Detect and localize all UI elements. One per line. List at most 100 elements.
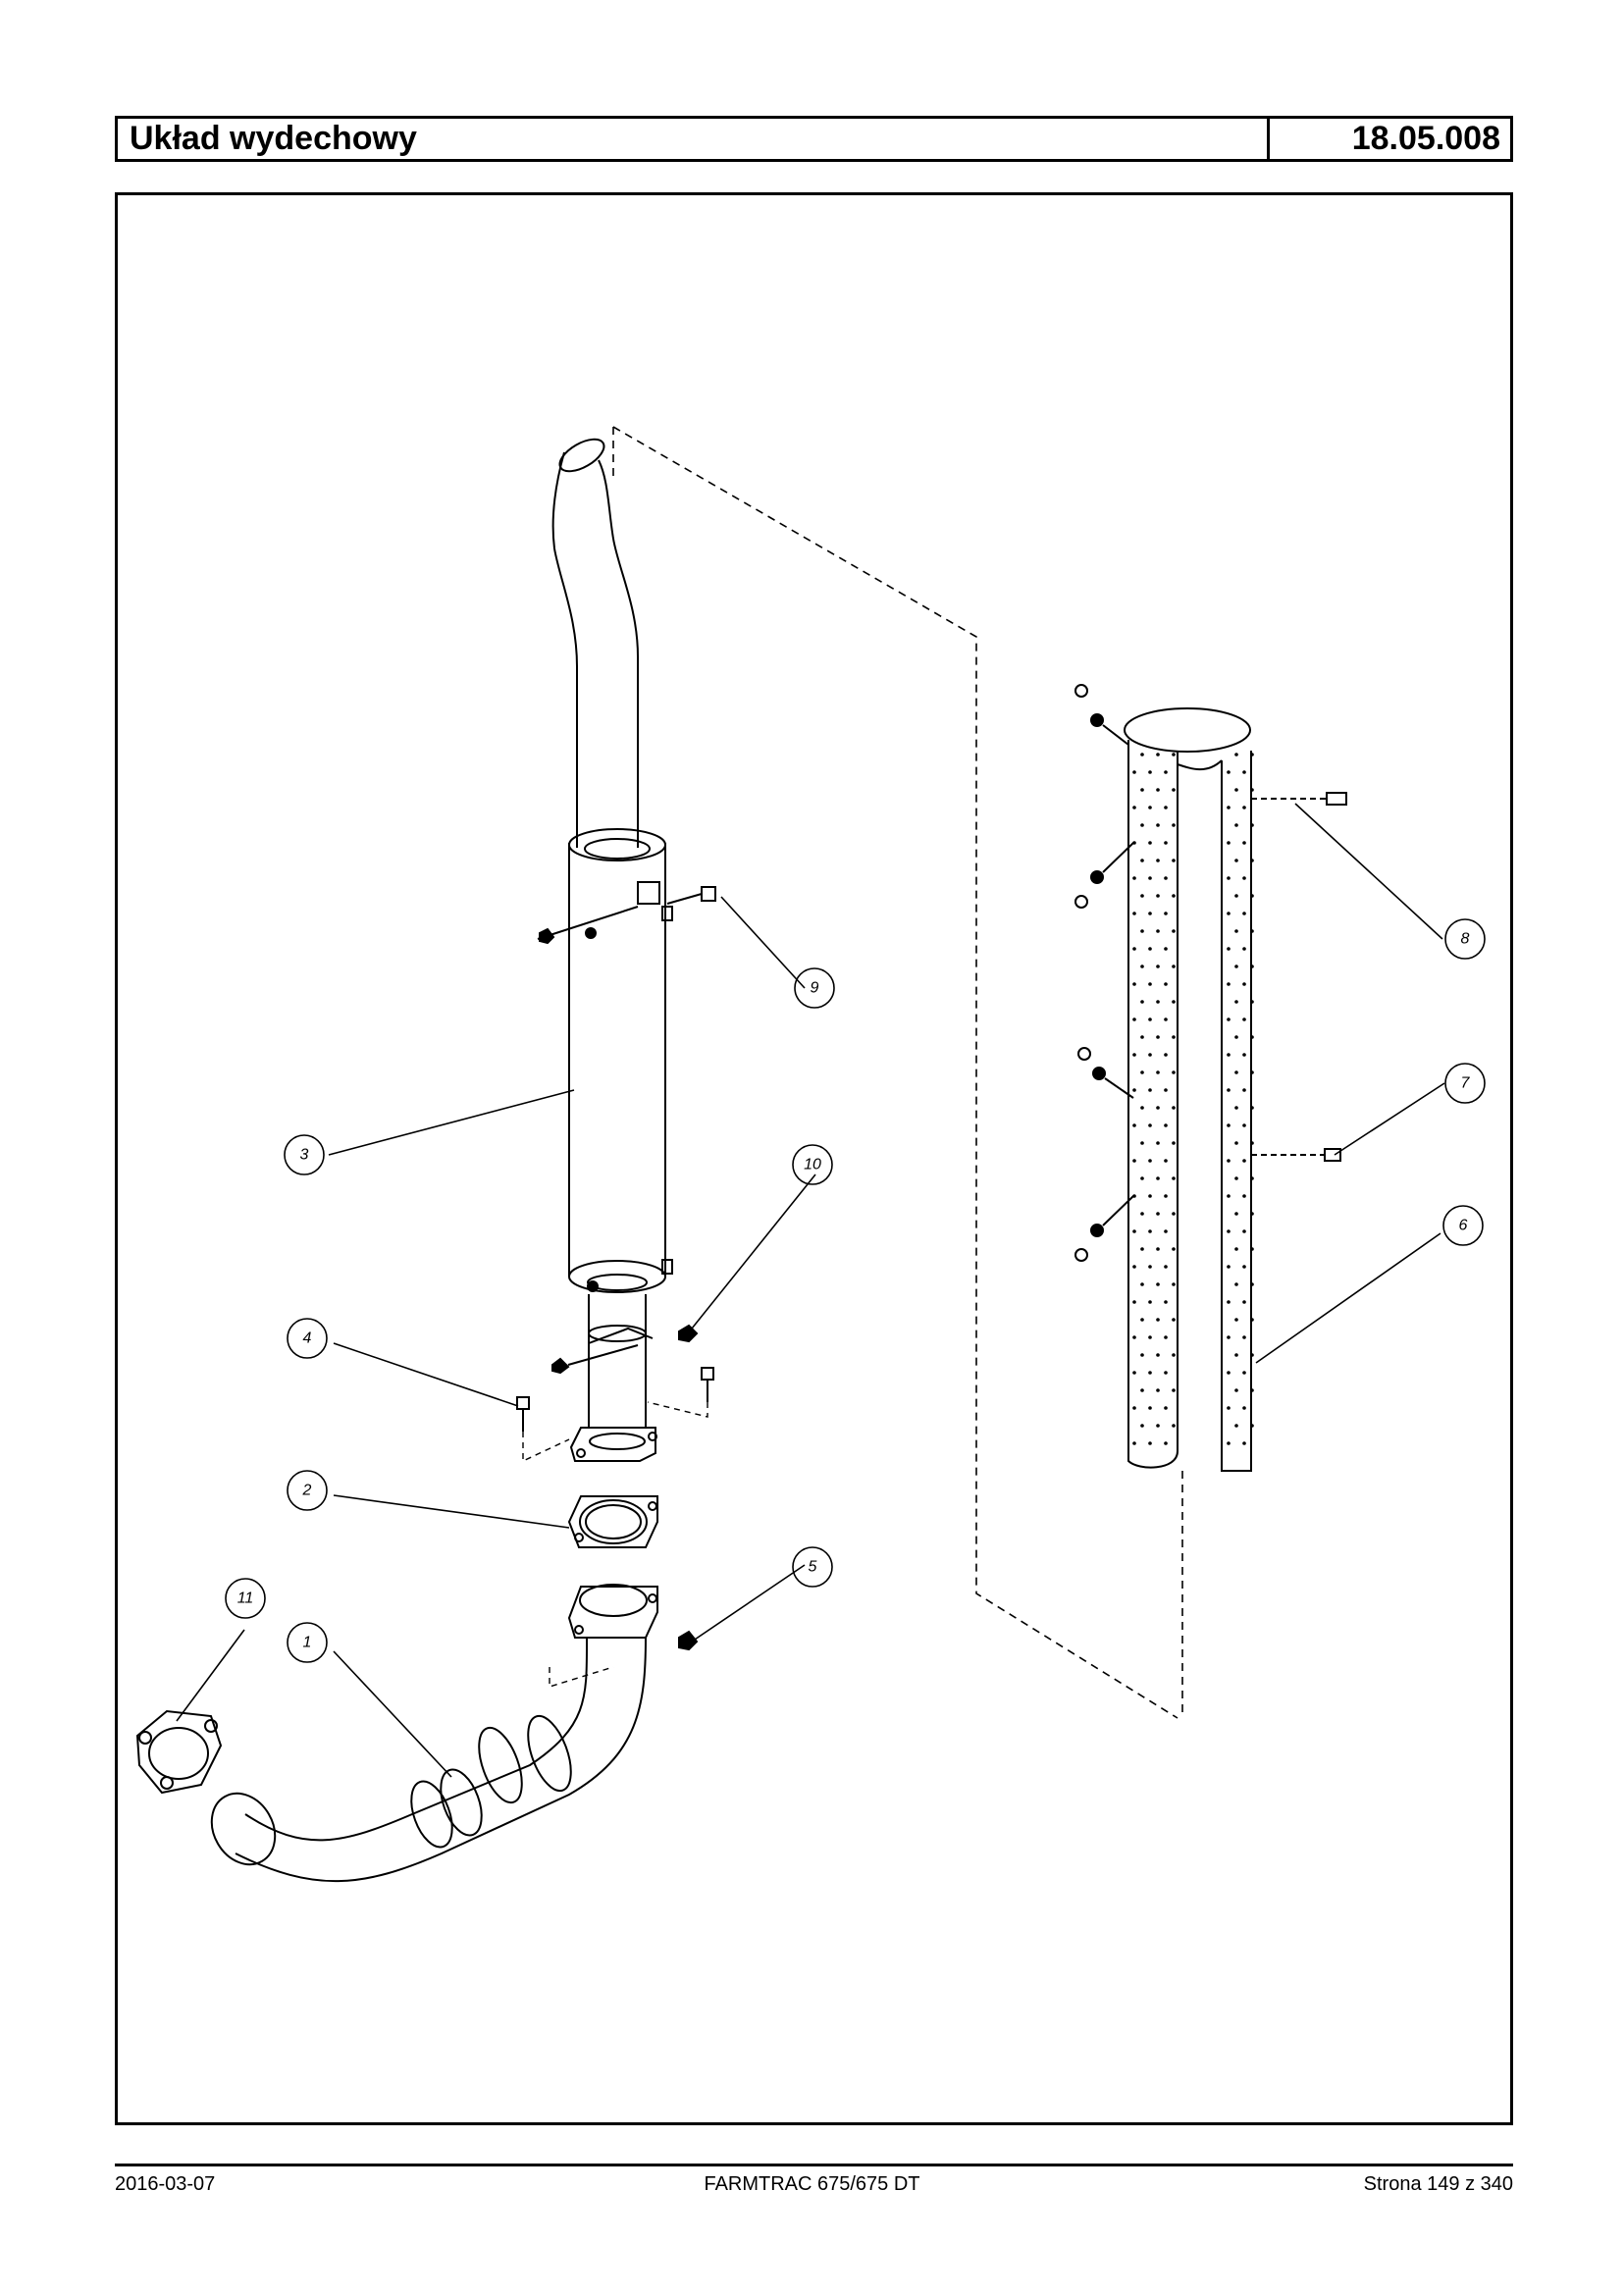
footer-model: FARMTRAC 675/675 DT — [704, 2173, 920, 2195]
perforation-hole — [1227, 1335, 1231, 1339]
perforation-hole — [1164, 982, 1168, 986]
perforation-hole — [1156, 965, 1160, 968]
perforation-hole — [1227, 1229, 1231, 1233]
tailpipe — [551, 438, 639, 848]
callout-10 — [792, 1144, 833, 1185]
perforation-hole — [1148, 841, 1152, 845]
perforation-hole — [1140, 1212, 1144, 1216]
perforation-hole — [1140, 1070, 1144, 1074]
perforation-hole — [1132, 1123, 1136, 1127]
perforation-hole — [1140, 1353, 1144, 1357]
callout-label-8: 8 — [1461, 931, 1470, 948]
perforation-hole — [1132, 770, 1136, 774]
footer-page: Strona 149 z 340 — [1363, 2173, 1513, 2195]
perforation-hole — [1172, 1424, 1176, 1428]
perforation-hole — [1164, 947, 1168, 951]
perforation-hole — [1172, 1106, 1176, 1110]
perforation-hole — [1250, 1353, 1254, 1357]
perforation-hole — [1242, 1017, 1246, 1021]
perforation-hole — [1140, 859, 1144, 862]
perforation-hole — [1156, 1282, 1160, 1286]
perforation-hole — [1132, 806, 1136, 809]
perforation-hole — [1148, 770, 1152, 774]
perforation-hole — [1156, 1212, 1160, 1216]
perforation-hole — [1250, 859, 1254, 862]
perforation-hole — [1250, 1388, 1254, 1392]
callouts — [225, 918, 1486, 1663]
perforation-hole — [1172, 1176, 1176, 1180]
perforation-hole — [1242, 1300, 1246, 1304]
perforation-hole — [1164, 1123, 1168, 1127]
silencer — [568, 828, 673, 1293]
perforation-hole — [1164, 1300, 1168, 1304]
perforation-hole — [1140, 788, 1144, 792]
perforation-hole — [1227, 982, 1231, 986]
heat-shield — [1124, 707, 1252, 1472]
exhaust-diagram: 3 4 2 1 11 9 10 5 8 7 6 — [135, 426, 1486, 1883]
perforation-hole — [1250, 823, 1254, 827]
perforation-hole — [1148, 806, 1152, 809]
perforation-hole — [1148, 1371, 1152, 1375]
perforation-hole — [1132, 947, 1136, 951]
perforation-hole — [1250, 965, 1254, 968]
perforation-hole — [1172, 1212, 1176, 1216]
perforation-hole — [1172, 859, 1176, 862]
assembly-guide-lines — [612, 426, 1183, 1719]
callout-9 — [794, 967, 835, 1009]
perforation-hole — [1140, 929, 1144, 933]
perforation-hole — [1172, 1035, 1176, 1039]
perforation-hole — [1227, 1441, 1231, 1445]
perforation-hole — [1156, 1388, 1160, 1392]
gasket-2 — [567, 1495, 658, 1548]
perforation-hole — [1164, 1159, 1168, 1163]
perforation-hole — [1132, 1441, 1136, 1445]
perforation-hole — [1242, 1159, 1246, 1163]
perforation-hole — [1132, 1159, 1136, 1163]
perforation-hole — [1172, 1070, 1176, 1074]
perforation-hole — [1250, 1424, 1254, 1428]
callout-label-4: 4 — [303, 1330, 312, 1347]
perforation-hole — [1172, 753, 1176, 756]
perforation-hole — [1234, 965, 1238, 968]
perforation-hole — [1132, 1300, 1136, 1304]
perforation-hole — [1164, 876, 1168, 880]
perforation-hole — [1164, 770, 1168, 774]
perforation-hole — [1132, 1406, 1136, 1410]
perforation-hole — [1148, 947, 1152, 951]
perforation-hole — [1234, 894, 1238, 898]
perforation-hole — [1234, 1212, 1238, 1216]
callout-label-2: 2 — [302, 1483, 312, 1499]
perforation-hole — [1250, 1318, 1254, 1322]
perforation-hole — [1172, 1388, 1176, 1392]
section-code: 18.05.008 — [1351, 120, 1500, 157]
perforation-hole — [1148, 912, 1152, 915]
perforation-hole — [1250, 1282, 1254, 1286]
perforation-hole — [1148, 1335, 1152, 1339]
perforation-hole — [1172, 1141, 1176, 1145]
perforation-hole — [1234, 859, 1238, 862]
perforation-hole — [1172, 894, 1176, 898]
perforation-hole — [1156, 1247, 1160, 1251]
callout-label-11: 11 — [237, 1591, 254, 1607]
perforation-hole — [1172, 1000, 1176, 1004]
perforation-hole — [1148, 1229, 1152, 1233]
perforation-hole — [1234, 1035, 1238, 1039]
perforation-hole — [1227, 1406, 1231, 1410]
perforation-hole — [1227, 1300, 1231, 1304]
flange-5 — [567, 1584, 699, 1651]
perforation-hole — [1227, 1371, 1231, 1375]
bolts-4 — [516, 1324, 714, 1432]
page-title: Układ wydechowy — [118, 119, 1270, 159]
perforation-hole — [1234, 1424, 1238, 1428]
perforation-hole — [1234, 929, 1238, 933]
perforation-hole — [1227, 841, 1231, 845]
perforation-hole — [1132, 1265, 1136, 1269]
perforation-hole — [1156, 1141, 1160, 1145]
perforation-hole — [1164, 1406, 1168, 1410]
perforation-hole — [1132, 1088, 1136, 1092]
perforation-hole — [1164, 1088, 1168, 1092]
footer-rule — [115, 2164, 1513, 2166]
perforation-hole — [1140, 1282, 1144, 1286]
perforation-hole — [1140, 1176, 1144, 1180]
perforation-hole — [1140, 1035, 1144, 1039]
